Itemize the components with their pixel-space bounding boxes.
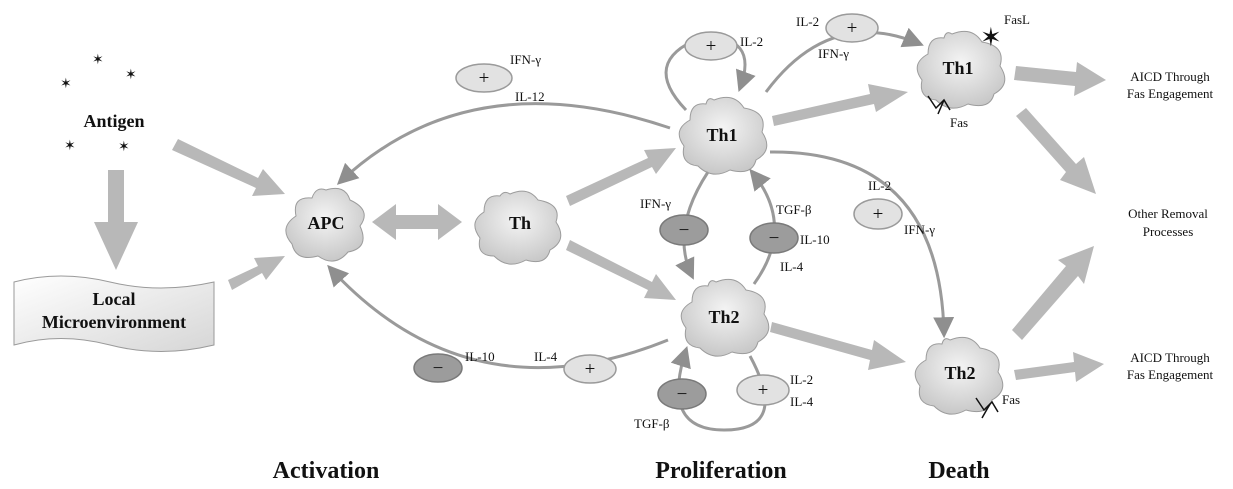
stage-proliferation: Proliferation [655,458,787,484]
svg-text:✶: ✶ [92,53,104,68]
apc-cell [285,187,365,262]
antigen-to-microenv-arrow [94,170,138,270]
top-arc-label-il12: IL-12 [515,89,545,104]
th1-aicd-line2: Fas Engagement [1127,86,1214,101]
microenv-to-apc-arrow [228,256,285,290]
plus-icon: + [847,18,858,39]
bottom-arc-label-il10: IL-10 [465,349,495,364]
microenvironment-banner [13,275,215,352]
th1-prolif-label: Th1 [706,125,737,145]
th2-to-th2-death-arrow [770,322,906,370]
ifn-il12-plus-regulator: + [455,63,513,93]
microenvironment-label-line2: Microenvironment [42,312,186,332]
th2-self-loop-label-il4: IL-4 [790,394,814,409]
fasl-label: FasL [1004,12,1030,27]
th2-to-apc-feedback-line [327,264,669,370]
th1-death-cell [916,30,1006,109]
fasl-star-icon: ✶ [980,23,1002,52]
th-cell [474,190,562,265]
other-removal-line1: Other Removal [1128,206,1208,221]
th1-to-apc-feedback-line [336,102,671,185]
th1-death-label-ifn: IFN-γ [818,46,849,61]
apc-label: APC [308,213,345,233]
minus-icon: − [769,228,780,249]
svg-text:✶: ✶ [125,68,137,83]
th1-death-label-il2: IL-2 [796,14,819,29]
th1-death-label: Th1 [942,58,973,78]
th2-to-th1-label-il10: IL-10 [800,232,830,247]
fas-receptor-th1-icon [927,95,951,115]
th1-self-loop-label: IL-2 [740,34,763,49]
other-removal-line2: Processes [1143,224,1194,239]
ifn-minus-regulator: − [659,214,709,246]
fas-th2-label: Fas [1002,392,1020,407]
th2-aicd-line1: AICD Through [1130,350,1210,365]
fas-receptor-th2-icon [975,397,999,419]
tgf-il10-minus-regulator: − [749,222,799,254]
antigen-label: Antigen [83,111,144,131]
th2-tgf-minus-regulator: − [657,378,707,410]
fas-th1-label: Fas [950,115,968,130]
th1-to-th1-death-arrow [772,84,908,126]
th2-death-label-il2: IL-2 [868,178,891,193]
th2-aicd-line2: Fas Engagement [1127,367,1214,382]
plus-icon: + [706,36,717,57]
th1-to-th2-inhibit-label: IFN-γ [640,196,671,211]
th2-to-other-arrow [1012,246,1094,340]
minus-icon: − [679,220,690,241]
stage-death: Death [928,458,989,484]
th2-death-cell [914,336,1004,415]
top-arc-label-ifn: IFN-γ [510,52,541,67]
microenvironment-label-line1: Local [93,289,136,309]
th2-to-aicd-arrow [1014,352,1104,382]
antigen-to-apc-arrow [172,139,285,196]
minus-icon: − [677,384,688,405]
th2-self-loop-label-tgf: TGF-β [634,416,670,431]
th1-death-il2-plus-regulator: + [825,13,879,43]
th2-prolif-label: Th2 [708,307,739,327]
il4-plus-regulator: + [563,354,617,384]
th2-death-label-ifn: IFN-γ [904,222,935,237]
th1-prolif-cell [678,96,768,175]
th2-to-th1-label-tgf: TGF-β [776,202,812,217]
th1-to-other-arrow [1016,108,1096,194]
il10-minus-regulator: − [413,353,463,383]
svg-text:✶: ✶ [118,140,130,155]
plus-icon: + [479,68,490,89]
plus-icon: + [873,204,884,225]
th2-death-label: Th2 [944,363,975,383]
antigen-stars-icon: ✶ ✶ ✶ ✶ ✶ [60,53,137,155]
minus-icon: − [433,358,444,379]
th1-to-th2-death-line [769,150,955,339]
th2-death-il2-plus-regulator: + [853,198,903,230]
bottom-arc-label-il4: IL-4 [534,349,558,364]
th2-prolif-cell [680,278,770,357]
th2-to-th1-label-il4: IL-4 [780,259,804,274]
th-to-th1-arrow [566,148,676,206]
th-label: Th [509,213,531,233]
plus-icon: + [585,359,596,380]
apc-th-double-arrow [372,204,462,240]
stage-activation: Activation [273,458,380,484]
svg-text:✶: ✶ [64,139,76,154]
th1-il2-plus-regulator: + [684,31,738,61]
th2-il2-il4-plus-regulator: + [736,374,790,406]
svg-text:✶: ✶ [60,77,72,92]
th2-self-loop-label-il2: IL-2 [790,372,813,387]
th-to-th2-arrow [566,240,676,300]
th1-to-aicd-arrow [1014,62,1106,96]
plus-icon: + [758,380,769,401]
th1-aicd-line1: AICD Through [1130,69,1210,84]
